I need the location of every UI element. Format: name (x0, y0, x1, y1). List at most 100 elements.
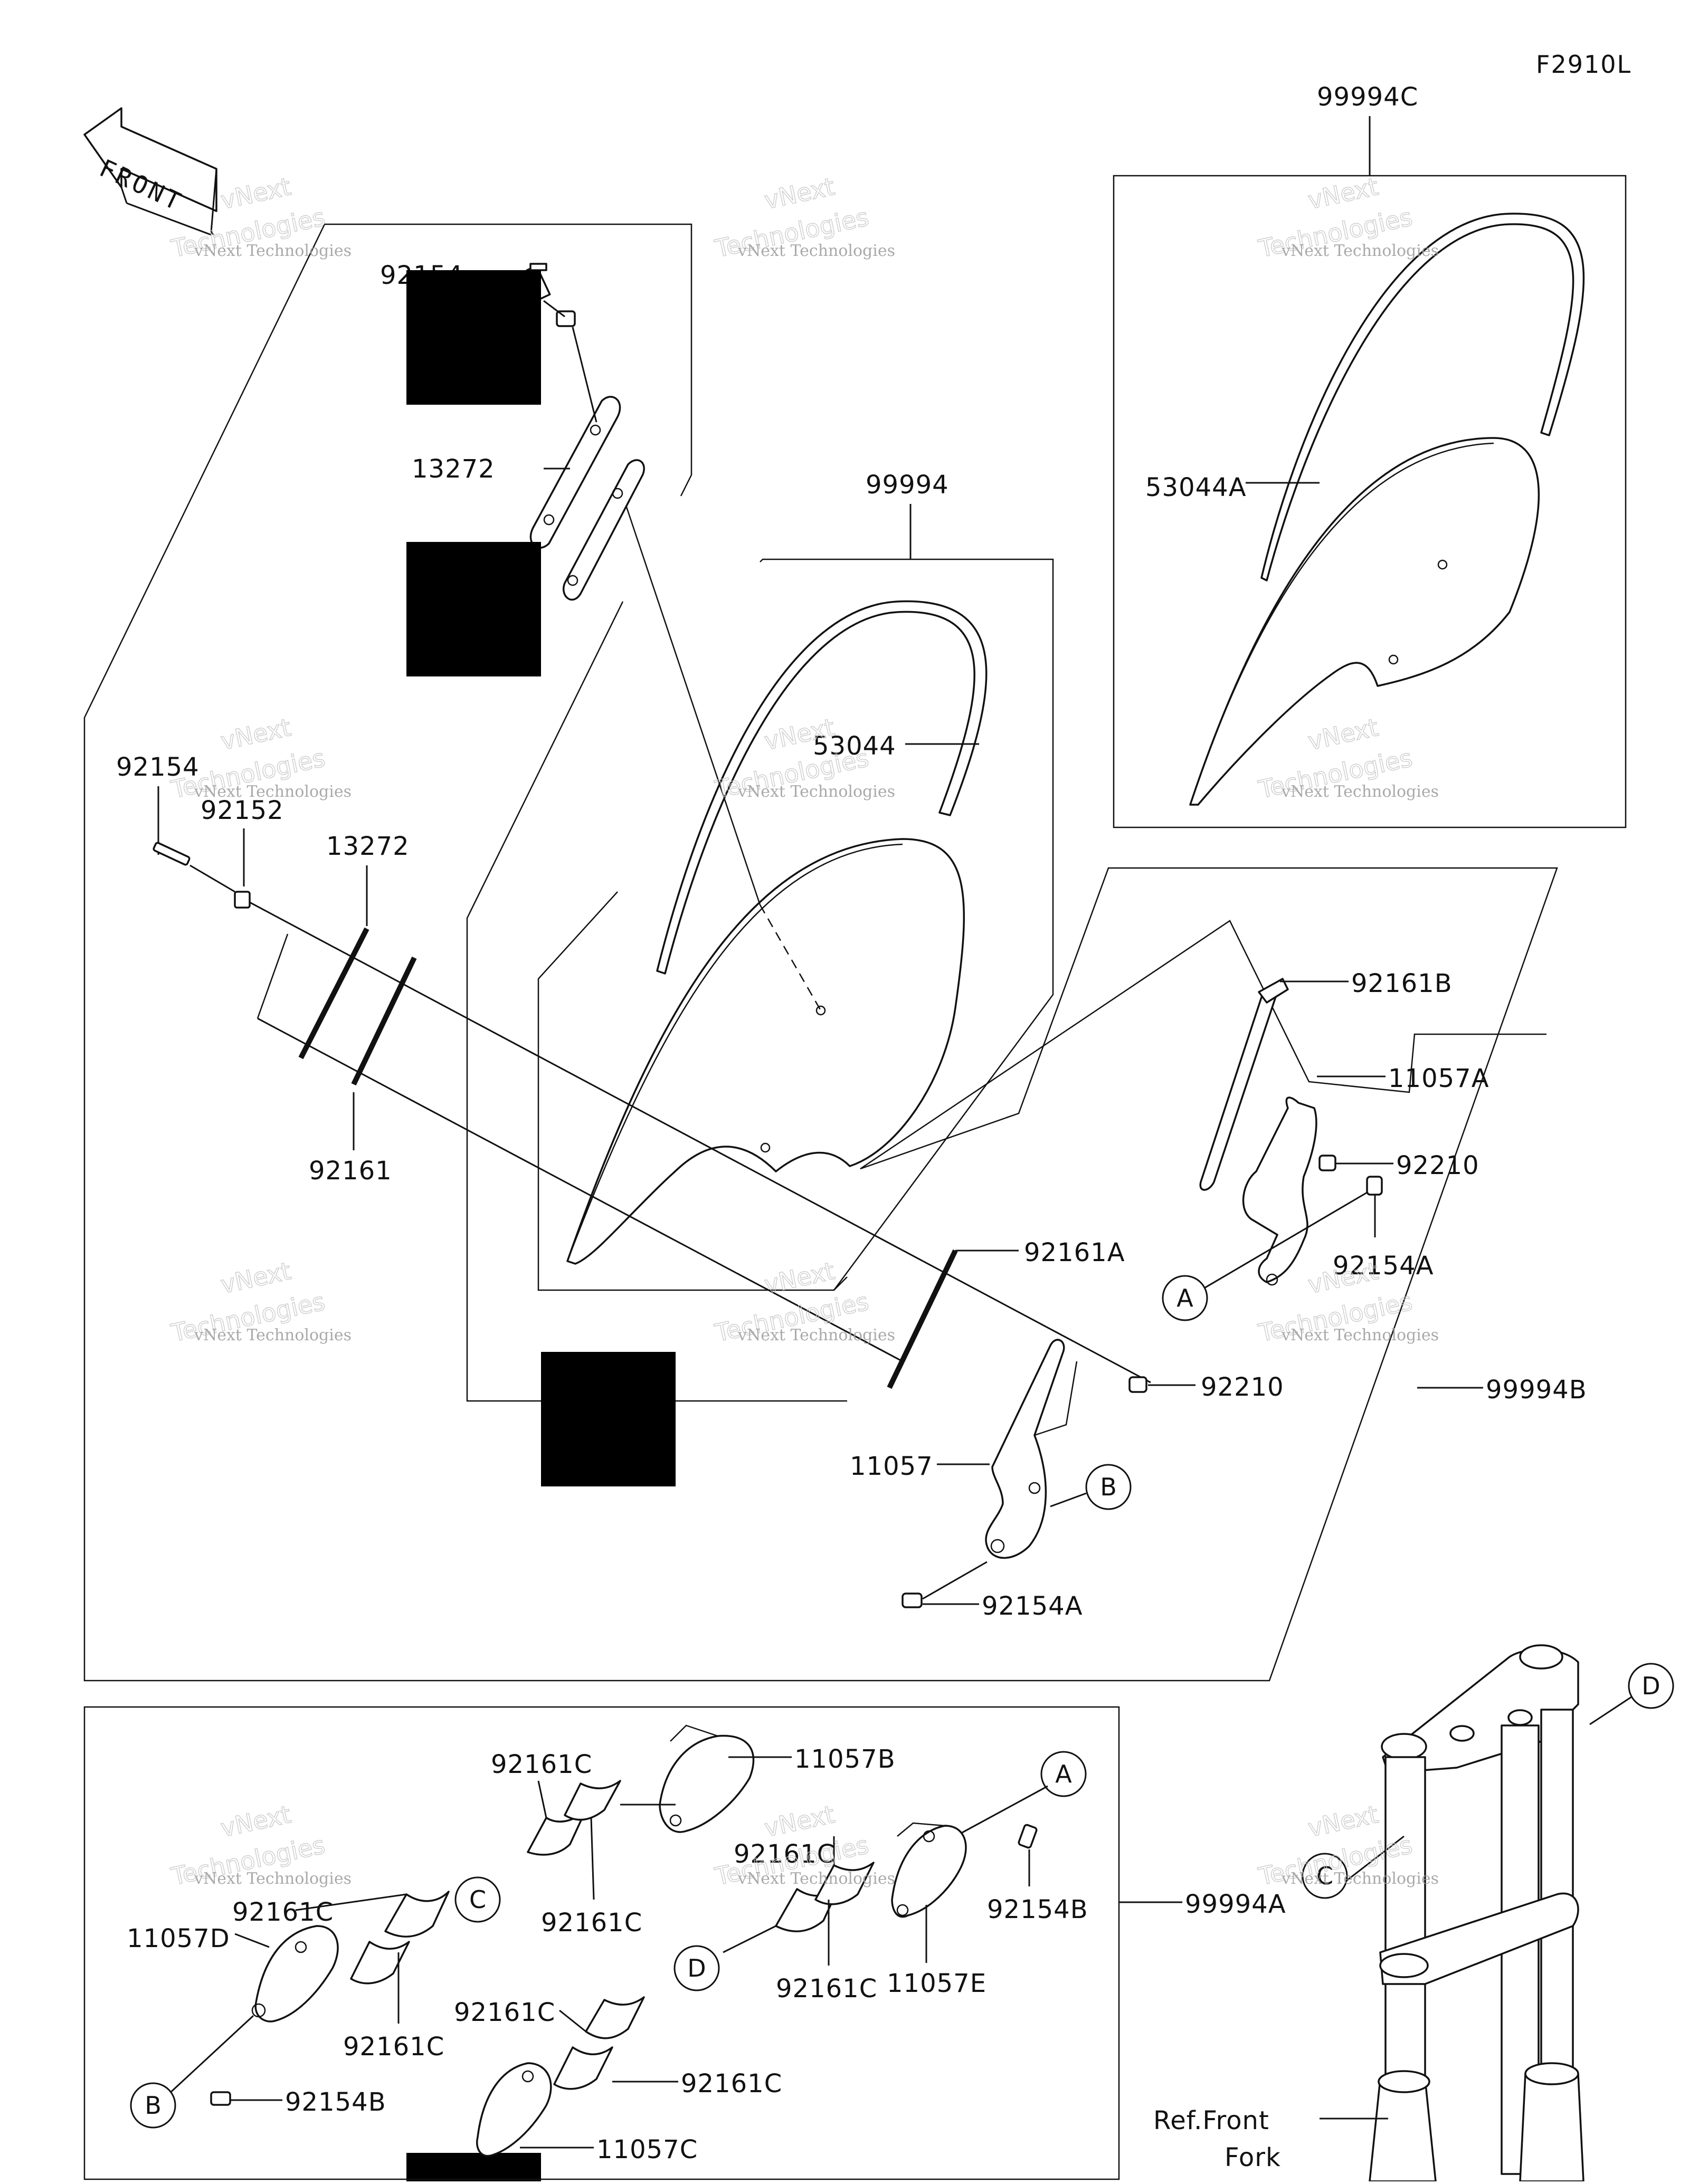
callout-b-upper (1085, 1464, 1132, 1510)
callout-c-fork-text: C (1316, 1862, 1333, 1890)
label-92161c-1: 92161C (491, 1750, 592, 1779)
svg-text:vNext Technologies: vNext Technologies (737, 1870, 895, 1888)
label-92210-mid: 92210 (1201, 1372, 1284, 1402)
svg-text:vNext: vNext (1305, 172, 1381, 215)
nut-92210-mid-icon (1128, 1376, 1147, 1393)
label-92161c-5: 92161C (232, 1897, 334, 1927)
svg-text:vNext Technologies: vNext Technologies (737, 242, 895, 260)
cover-11057b (659, 1724, 755, 1833)
callout-b-upper-text: B (1100, 1473, 1117, 1501)
svg-text:vNext: vNext (1305, 1800, 1381, 1843)
windscreen-trim-53044 (656, 600, 988, 975)
gasket-92161c-f (350, 1941, 410, 1985)
label-11057e: 11057E (887, 1969, 986, 1998)
gasket-92161c-b (564, 1780, 621, 1821)
callout-c-lower-text: C (469, 1885, 486, 1914)
kit-outline-main (83, 223, 1558, 1682)
svg-text:vNext Technologies: vNext Technologies (194, 242, 352, 260)
svg-text:vNext: vNext (762, 172, 837, 215)
redaction-block-2 (406, 542, 541, 676)
callout-c-fork (1302, 1853, 1348, 1899)
label-92154a-right: 92154A (1333, 1251, 1434, 1281)
label-92161c-4: 92161C (776, 1974, 877, 2004)
callout-b-lower-text: B (145, 2091, 162, 2120)
gasket-92161c-e (384, 1891, 450, 1938)
svg-text:vNext Technologies: vNext Technologies (1281, 783, 1439, 801)
label-11057c: 11057C (596, 2135, 698, 2164)
callout-a-lower (1040, 1751, 1087, 1797)
label-92161c-7: 92161C (454, 1998, 555, 2027)
label-13272-top: 13272 (412, 454, 495, 484)
callout-b-lower (130, 2082, 176, 2129)
svg-text:vNext: vNext (218, 1800, 293, 1843)
spacer-92152-left-icon (234, 891, 251, 909)
label-53044: 53044 (813, 731, 896, 761)
label-92161c-3: 92161C (734, 1839, 835, 1869)
svg-text:vNext Technologies: vNext Technologies (1281, 1326, 1439, 1344)
svg-text:vNext: vNext (762, 1800, 837, 1843)
front-arrow-icon: FRONT (83, 107, 217, 236)
reference-label-line1: Ref.Front (1153, 2106, 1269, 2135)
bolt-92154-left-icon (153, 842, 191, 866)
callout-a-upper-text: A (1176, 1284, 1193, 1312)
label-11057: 11057 (850, 1452, 933, 1481)
label-11057b: 11057B (794, 1744, 896, 1774)
callout-d-lower-text: D (687, 1954, 706, 1982)
svg-text:vNext: vNext (762, 1256, 837, 1299)
callout-c-lower (454, 1876, 501, 1923)
bolt-92154a-right-icon (1366, 1176, 1383, 1196)
kit-a-box (83, 1706, 1120, 2180)
svg-text:vNext Technologies: vNext Technologies (194, 1326, 352, 1344)
bolt-92154b-right-icon (1018, 1824, 1038, 1849)
callout-d-fork-text: D (1641, 1672, 1660, 1700)
label-11057a: 11057A (1388, 1064, 1489, 1093)
svg-text:vNext Technologies: vNext Technologies (737, 1326, 895, 1344)
gasket-92161b (1199, 978, 1289, 1191)
label-92161c-2: 92161C (541, 1908, 642, 1938)
label-92154-left: 92154 (116, 752, 200, 782)
svg-text:vNext: vNext (218, 713, 293, 756)
cover-11057d (251, 1925, 339, 2023)
svg-text:vNext Technologies: vNext Technologies (737, 783, 895, 801)
label-92152: 92152 (201, 796, 284, 825)
label-92154b-left: 92154B (285, 2087, 386, 2117)
label-92154a-bottom: 92154A (982, 1591, 1083, 1621)
cover-11057c (476, 2062, 552, 2157)
redaction-block-1 (406, 270, 541, 405)
gasket-92161a (887, 1249, 958, 1389)
svg-text:vNext Technologies: vNext Technologies (1281, 1870, 1439, 1888)
windscreen-53044a (1189, 437, 1540, 806)
bolt-92154a-bottom-icon (902, 1592, 923, 1608)
svg-text:vNext: vNext (218, 1256, 293, 1299)
callout-a-lower-text: A (1055, 1760, 1072, 1788)
label-13272-left: 13272 (326, 832, 410, 861)
gasket-92161-left (351, 956, 417, 1086)
bracket-13272-top (529, 396, 645, 601)
callout-d-lower (673, 1945, 720, 1991)
label-53044a: 53044A (1145, 473, 1247, 502)
svg-text:vNext: vNext (218, 172, 293, 215)
label-92161c-8: 92161C (681, 2069, 782, 2099)
reference-label-line2: Fork (1225, 2143, 1281, 2172)
figure-code: F2910L (1536, 50, 1631, 79)
label-99994a: 99994A (1185, 1890, 1286, 1919)
svg-text:vNext Technologies: vNext Technologies (1281, 242, 1439, 260)
label-92161b: 92161B (1351, 969, 1453, 998)
front-fork-reference (1369, 1644, 1584, 2182)
windscreen-main (566, 838, 965, 1265)
gasket-13272-left (298, 927, 369, 1060)
cover-11057e (891, 1822, 967, 1918)
label-11057d: 11057D (127, 1924, 230, 1953)
label-92161a: 92161A (1024, 1238, 1125, 1267)
svg-text:vNext Technologies: vNext Technologies (194, 1870, 352, 1888)
callout-d-fork (1628, 1663, 1674, 1709)
kit-outline-screen (537, 558, 1054, 1291)
callout-a-upper (1162, 1275, 1208, 1321)
label-92161c-6: 92161C (343, 2032, 444, 2062)
svg-text:vNext: vNext (1305, 713, 1381, 756)
label-92154b-right: 92154B (987, 1895, 1088, 1924)
bracket-11057 (985, 1339, 1078, 1559)
label-99994b: 99994B (1486, 1375, 1587, 1405)
